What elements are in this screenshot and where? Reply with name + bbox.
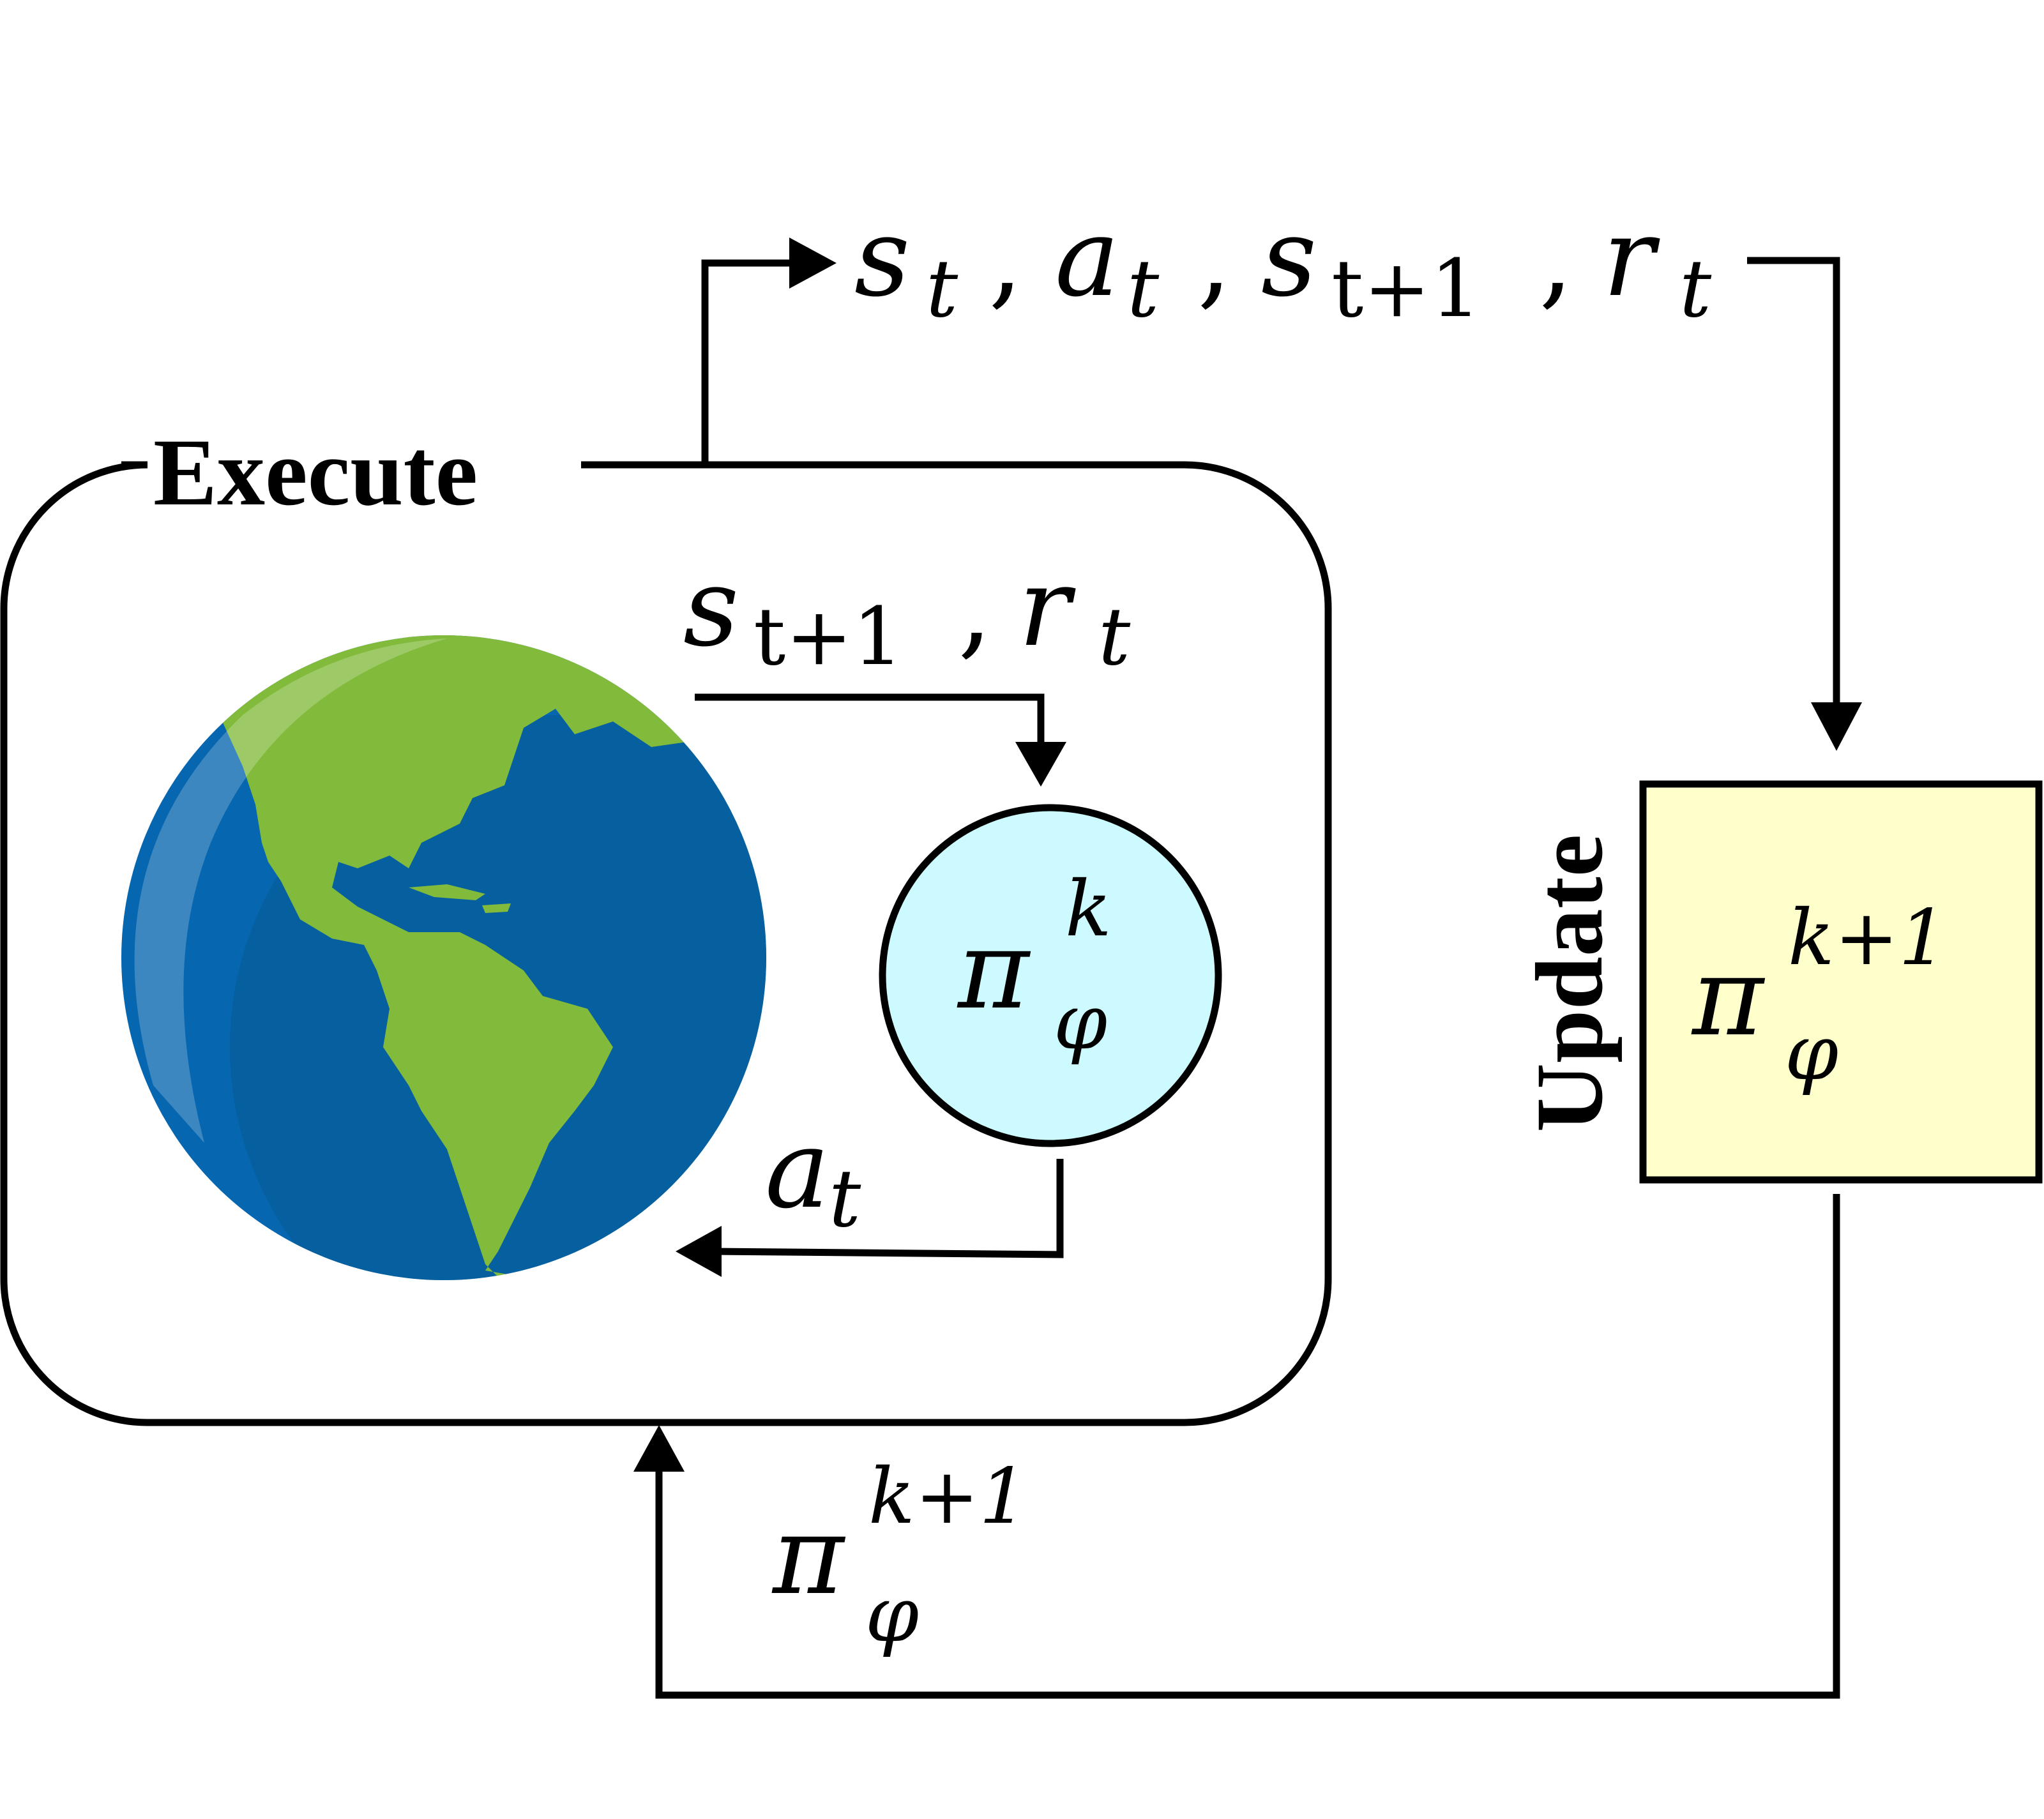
execute-frame	[0, 461, 1332, 1426]
policy-circle	[879, 804, 1222, 1147]
transition-arrow-out	[701, 259, 797, 465]
action-arrowhead	[676, 1226, 722, 1277]
earth-globe-icon	[121, 635, 766, 1280]
action-label: a t	[765, 1106, 861, 1245]
execute-label: Execute	[153, 419, 478, 525]
return-arrowhead	[633, 1425, 685, 1472]
transition-tuple-label: s t , a t , s t+1 , r t	[854, 195, 1712, 335]
return-arrow	[655, 1194, 1840, 1699]
transition-arrow-in	[1747, 257, 1840, 706]
transition-arrowhead-in	[1811, 702, 1862, 751]
updated-policy-label: π k+1 φ	[1691, 894, 1951, 1098]
current-policy-label: π k φ	[957, 865, 1115, 1067]
action-arrow	[713, 1159, 1064, 1258]
update-box	[1639, 780, 2043, 1184]
feedback-arrowhead	[1015, 742, 1066, 787]
env-feedback-label: s t+1 , r t	[683, 545, 1131, 683]
feedback-arrow	[695, 693, 1045, 748]
update-label: Update	[1517, 834, 1623, 1133]
transition-arrowhead-out	[789, 238, 837, 289]
returned-policy-label: π k+1 φ	[771, 1453, 1031, 1659]
